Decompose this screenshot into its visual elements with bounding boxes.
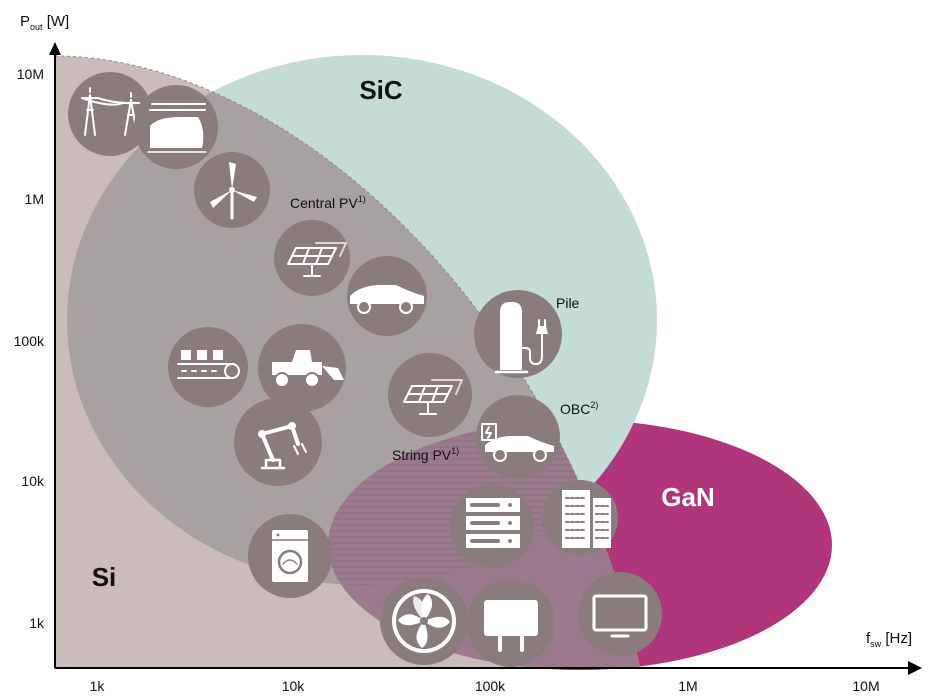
sic-region-label: SiC	[359, 75, 403, 105]
x-tick-label: 1M	[678, 678, 697, 694]
x-tick-label: 100k	[475, 678, 506, 694]
wind-turbine-icon	[194, 152, 270, 228]
x-tick-label: 10M	[852, 678, 879, 694]
server-rack-icon	[450, 484, 534, 568]
high-speed-train-icon	[134, 85, 218, 169]
y-axis-title: Pout [W]	[20, 13, 69, 32]
si-region-label: Si	[92, 562, 117, 592]
x-axis	[55, 661, 922, 675]
solar-panel-icon	[274, 220, 350, 296]
string-pv-label: String PV1)	[392, 446, 459, 463]
y-tick-label: 10M	[17, 66, 44, 82]
y-tick-label: 1k	[29, 615, 45, 631]
power-adapter-icon	[467, 579, 555, 667]
wheel-loader-icon	[258, 324, 346, 412]
x-tick-label: 1k	[90, 678, 106, 694]
electric-car-icon	[347, 256, 427, 336]
fan-icon	[380, 577, 468, 665]
robot-arm-icon	[234, 398, 322, 486]
y-axis-arrow-icon	[49, 42, 61, 55]
charging-pile-icon	[474, 290, 562, 378]
monitor-icon	[578, 572, 662, 656]
solar-panel-small-icon	[388, 353, 472, 437]
y-tick-labels: 10M 1M 100k 10k 1k	[14, 66, 45, 631]
data-center-icon	[542, 480, 618, 556]
onboard-charger-car-icon	[476, 395, 560, 479]
x-axis-arrow-icon	[908, 661, 922, 675]
gan-region-label: GaN	[661, 482, 714, 512]
y-tick-label: 1M	[25, 191, 44, 207]
x-axis-title: fsw [Hz]	[866, 630, 912, 649]
y-tick-label: 100k	[14, 333, 45, 349]
y-tick-label: 10k	[21, 473, 45, 489]
x-tick-labels: 1k 10k 100k 1M 10M	[90, 678, 880, 694]
obc-label: OBC2)	[560, 400, 598, 417]
pile-label: Pile	[556, 295, 580, 311]
central-pv-label: Central PV1)	[290, 194, 366, 211]
x-tick-label: 10k	[282, 678, 306, 694]
conveyor-belt-icon	[168, 327, 248, 407]
y-axis	[49, 42, 61, 668]
washing-machine-icon	[248, 514, 332, 598]
power-tower-icon	[68, 72, 152, 156]
